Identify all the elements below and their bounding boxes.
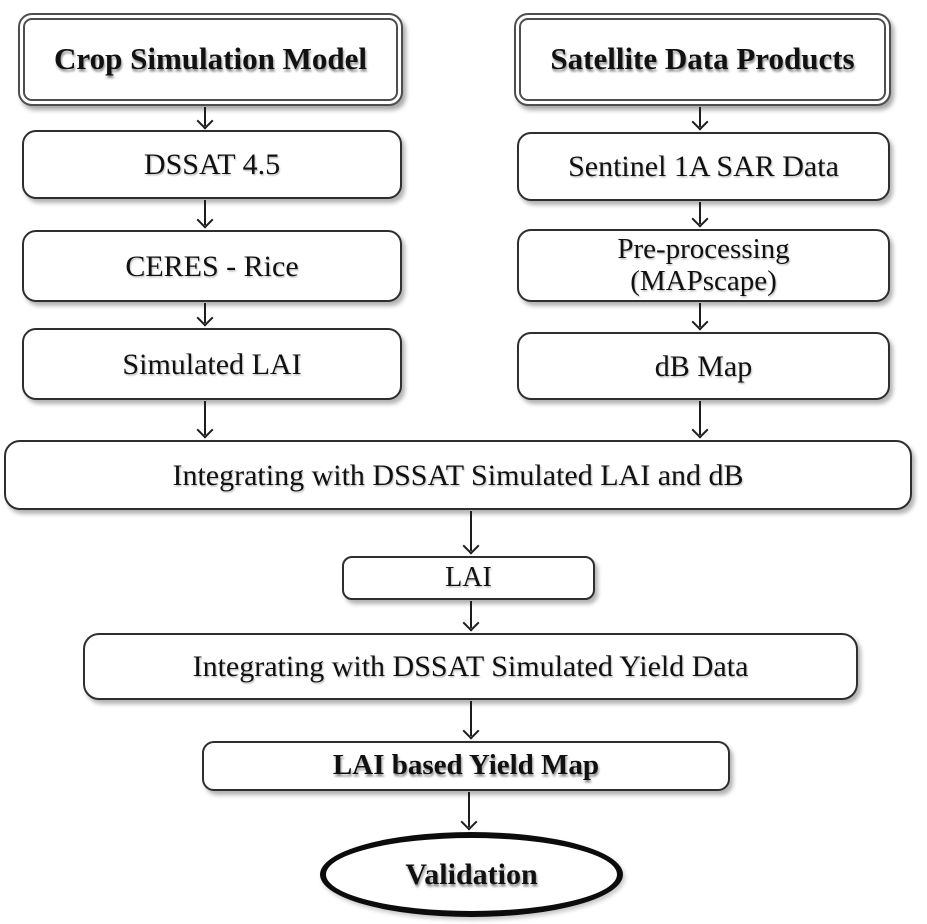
arrow-ceres-to-simulated-lai [196,303,214,327]
node-label: LAI based Yield Map [332,749,600,782]
node-label-line1: Pre-processing [617,232,790,265]
node-yield-map: LAI based Yield Map [202,741,730,791]
node-validation: Validation [320,832,623,917]
node-lai: LAI [342,556,595,600]
node-integrate-lai-db: Integrating with DSSAT Simulated LAI and… [4,440,912,510]
arrow-dbmap-to-integrate [691,401,709,439]
arrow-sentinel-to-preprocessing [691,202,709,228]
arrow-satellite-to-sentinel [691,107,709,131]
node-label: LAI [445,561,492,593]
node-label: Integrating with DSSAT Simulated LAI and… [172,458,744,492]
node-preprocessing: Pre-processing (MAPscape) [517,229,890,302]
node-integrate-yield: Integrating with DSSAT Simulated Yield D… [83,633,858,700]
arrow-lai-to-integrate-yield [462,601,480,632]
node-label: Integrating with DSSAT Simulated Yield D… [192,650,749,683]
node-label: Crop Simulation Model [54,41,367,77]
node-label: CERES - Rice [125,249,299,283]
node-label-line2: (MAPscape) [630,264,777,297]
node-label: DSSAT 4.5 [143,148,281,181]
node-dssat: DSSAT 4.5 [22,130,402,199]
node-label: Validation [405,858,538,891]
arrow-integrate-to-lai [462,511,480,555]
node-label: Simulated LAI [122,347,302,381]
node-db-map: dB Map [517,332,890,400]
arrow-yield-map-to-validation [460,792,478,831]
node-label: dB Map [654,349,753,383]
node-crop-simulation-model: Crop Simulation Model [18,13,403,106]
node-label: Sentinel 1A SAR Data [568,150,839,183]
node-ceres-rice: CERES - Rice [22,230,402,302]
arrow-crop-model-to-dssat [196,107,214,130]
arrow-dssat-to-ceres [196,200,214,229]
arrow-simulated-lai-to-integrate [196,401,214,439]
node-sentinel-sar-data: Sentinel 1A SAR Data [517,132,890,201]
node-satellite-data-products: Satellite Data Products [514,13,891,106]
arrow-preprocessing-to-dbmap [691,303,709,331]
node-simulated-lai: Simulated LAI [22,328,402,400]
node-label: Satellite Data Products [550,41,855,77]
arrow-integrate-yield-to-yield-map [462,701,480,740]
